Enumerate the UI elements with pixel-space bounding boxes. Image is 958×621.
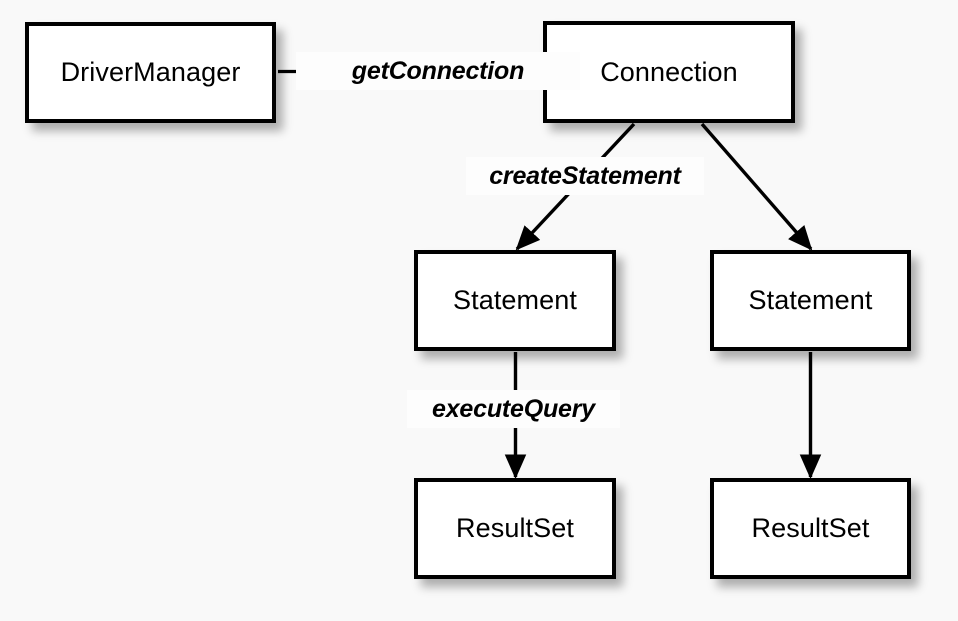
edge-connection-statement-2 bbox=[700, 122, 813, 251]
node-resultset-1-label: ResultSet bbox=[456, 513, 574, 543]
node-drivermanager-label: DriverManager bbox=[60, 57, 241, 87]
node-statement-2[interactable]: Statement bbox=[710, 250, 911, 351]
node-drivermanager[interactable]: DriverManager bbox=[25, 22, 276, 123]
node-resultset-1[interactable]: ResultSet bbox=[414, 478, 616, 579]
node-statement-1-label: Statement bbox=[453, 285, 577, 315]
edge-label-executequery: executeQuery bbox=[407, 390, 620, 428]
node-statement-1[interactable]: Statement bbox=[414, 250, 616, 351]
node-connection-label: Connection bbox=[600, 56, 738, 87]
node-statement-2-label: Statement bbox=[748, 285, 873, 315]
node-resultset-2[interactable]: ResultSet bbox=[710, 478, 911, 579]
edge-label-createstatement: createStatement bbox=[466, 157, 704, 195]
edge-label-getconnection: getConnection bbox=[296, 52, 580, 90]
node-connection[interactable]: Connection bbox=[543, 21, 795, 123]
node-resultset-2-label: ResultSet bbox=[751, 513, 870, 543]
